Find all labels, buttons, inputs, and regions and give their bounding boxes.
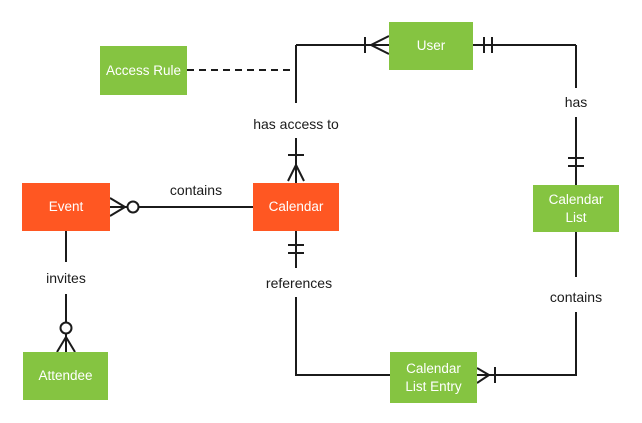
crows-foot-many-icon <box>287 164 305 182</box>
entity-label: Calendar List Entry <box>405 360 462 394</box>
crows-foot-many-icon <box>370 35 390 55</box>
entity-label: Access Rule <box>105 62 182 78</box>
crows-foot-many-icon <box>476 367 490 384</box>
connector-has <box>473 37 584 185</box>
entity-label: Calendar <box>268 199 324 215</box>
circle-zero-icon <box>126 200 140 214</box>
relationship-label-references: references <box>260 272 338 294</box>
entity-label: User <box>416 38 446 54</box>
entity-calendar-list-entry: Calendar List Entry <box>390 352 477 403</box>
relationship-label-has: has <box>559 91 593 113</box>
relationship-label-has-access-to: has access to <box>248 113 344 135</box>
entity-attendee: Attendee <box>23 352 108 400</box>
entity-user: User <box>389 22 473 70</box>
circle-zero-icon <box>59 321 73 335</box>
entity-event: Event <box>22 183 110 231</box>
connector-segment <box>295 297 390 376</box>
connector-segment <box>477 312 577 376</box>
connector-has-access-to <box>287 35 390 183</box>
double-tick-one-and-only-one-icon <box>568 157 584 167</box>
connector-invites <box>56 231 76 353</box>
relationship-label-contains-event: contains <box>164 179 228 201</box>
connector-references <box>288 231 390 376</box>
entity-label: Calendar List <box>548 191 604 225</box>
entity-calendar: Calendar <box>253 183 339 231</box>
entity-calendar-list: Calendar List <box>533 185 619 232</box>
relationship-label-contains-list: contains <box>544 286 608 308</box>
double-tick-one-and-only-one-icon <box>288 244 304 254</box>
crows-foot-many-icon <box>56 336 76 353</box>
connector-contains-event <box>109 197 253 217</box>
entity-label: Event <box>48 199 84 215</box>
double-tick-one-and-only-one-icon <box>483 37 493 53</box>
connector-contains-list <box>476 232 577 384</box>
entity-access-rule: Access Rule <box>100 46 187 95</box>
crows-foot-many-icon <box>109 197 126 217</box>
relationship-label-invites: invites <box>41 267 91 289</box>
entity-label: Attendee <box>38 368 93 384</box>
